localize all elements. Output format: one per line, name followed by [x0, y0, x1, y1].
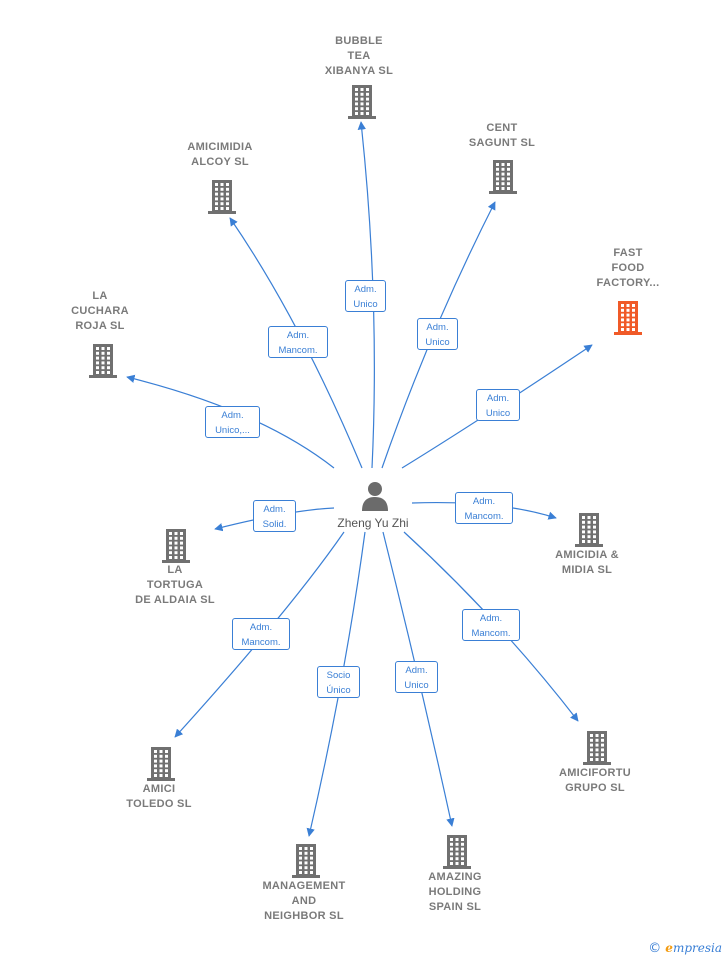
building-icon[interactable] [86, 343, 120, 384]
company-label-management[interactable]: MANAGEMENT AND NEIGHBOR SL [262, 880, 346, 922]
company-label-latortuga[interactable]: LA TORTUGA DE ALDAIA SL [135, 564, 215, 606]
building-icon[interactable] [486, 159, 520, 200]
role-box-amicimidia: Adm. Mancom. [268, 326, 328, 358]
company-label-amicifortu[interactable]: AMICIFORTU GRUPO SL [558, 767, 632, 794]
role-box-amicidia: Adm. Mancom. [455, 492, 513, 524]
company-label-amicitoledo[interactable]: AMICI TOLEDO SL [126, 783, 192, 810]
role-box-fastfood: Adm. Unico [476, 389, 520, 421]
building-icon[interactable] [205, 179, 239, 220]
building-icon[interactable] [572, 512, 606, 553]
building-icon[interactable] [289, 843, 323, 884]
company-label-lacuchara[interactable]: LA CUCHARA ROJA SL [71, 290, 129, 332]
company-label-fastfood[interactable]: FAST FOOD FACTORY... [596, 247, 660, 289]
brand-logo: ©empresia [648, 941, 722, 956]
building-icon[interactable] [611, 300, 645, 341]
building-icon[interactable] [345, 84, 379, 125]
role-box-amicitoledo: Adm. Mancom. [232, 618, 290, 650]
company-label-amicimidia[interactable]: AMICIMIDIA ALCOY SL [187, 141, 253, 168]
role-box-latortuga: Adm. Solid. [253, 500, 296, 532]
role-box-cent: Adm. Unico [417, 318, 458, 350]
company-label-cent[interactable]: CENT SAGUNT SL [468, 122, 536, 149]
building-icon[interactable] [144, 746, 178, 787]
role-box-amicifortu: Adm. Mancom. [462, 609, 520, 641]
person-name[interactable]: Zheng Yu Zhi [337, 516, 409, 530]
role-box-lacuchara: Adm. Unico,... [205, 406, 260, 438]
building-icon[interactable] [580, 730, 614, 771]
role-box-bubble: Adm. Unico [345, 280, 386, 312]
copyright-icon: © [648, 941, 662, 956]
role-box-management: Socio Único [317, 666, 360, 698]
company-label-amazing[interactable]: AMAZING HOLDING SPAIN SL [428, 871, 482, 913]
person-icon[interactable] [360, 480, 390, 517]
building-icon[interactable] [440, 834, 474, 875]
company-label-amicidia[interactable]: AMICIDIA & MIDIA SL [555, 549, 619, 576]
building-icon[interactable] [159, 528, 193, 569]
role-box-amazing: Adm. Unico [395, 661, 438, 693]
company-label-bubble[interactable]: BUBBLE TEA XIBANYA SL [324, 35, 394, 77]
